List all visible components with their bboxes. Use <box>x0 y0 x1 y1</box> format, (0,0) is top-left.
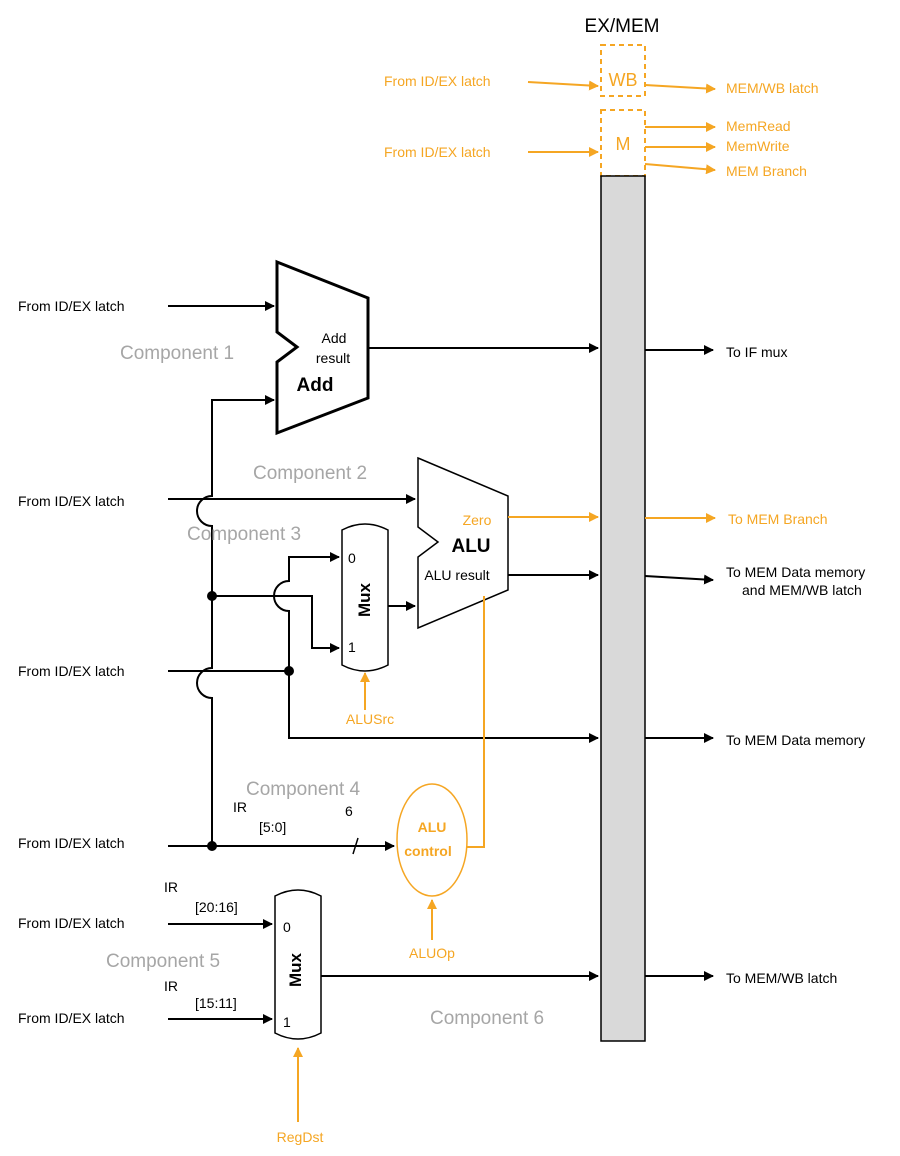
component-5-label: Component 5 <box>106 951 220 972</box>
wb-from-label: From ID/EX latch <box>384 73 491 89</box>
to-mem-wb-latch-label: To MEM/WB latch <box>726 970 837 986</box>
mux-regdst-shape <box>274 889 322 1040</box>
m-from-label: From ID/EX latch <box>384 144 491 160</box>
adder-result-label-2: result <box>316 350 350 366</box>
input-3-label: From ID/EX latch <box>18 663 125 679</box>
component-1-label: Component 1 <box>120 343 234 364</box>
to-if-mux-label: To IF mux <box>726 344 787 360</box>
component-6-label: Component 6 <box>430 1008 544 1029</box>
input-6-label: From ID/EX latch <box>18 1010 125 1026</box>
to-mem-data-latch-label-2: and MEM/WB latch <box>742 582 862 598</box>
memread-label: MemRead <box>726 118 791 134</box>
aluop-label: ALUOp <box>409 945 455 961</box>
component-4-label: Component 4 <box>246 779 361 800</box>
membranch-label: MEM Branch <box>726 163 807 179</box>
m-field <box>600 109 646 177</box>
mux-regdst-in1: 1 <box>283 1014 291 1030</box>
bus-width-slash <box>352 837 359 855</box>
wb-label: WB <box>609 70 638 90</box>
m-label: M <box>616 134 631 154</box>
ir-b-label: IR <box>164 879 178 895</box>
alu-shape <box>417 456 509 630</box>
component-2-label: Component 2 <box>253 463 367 484</box>
width-a-label: 6 <box>345 803 353 819</box>
to-mem-data-arrow <box>644 574 714 585</box>
alu-control-line1: ALU <box>418 819 447 835</box>
ex-mem-latch-register <box>600 175 646 1042</box>
membranch-arrow <box>644 163 716 175</box>
mem-wb-latch-top-label: MEM/WB latch <box>726 80 819 96</box>
input-2-label: From ID/EX latch <box>18 493 125 509</box>
to-mem-data-memory-label: To MEM Data memory <box>726 732 865 748</box>
mux-alusrc-in0: 0 <box>348 550 356 566</box>
memwrite-label: MemWrite <box>726 138 790 154</box>
alu-control-line2: control <box>404 843 451 859</box>
input-3-to-latch-wire <box>288 671 599 743</box>
mux-alusrc-name: Mux <box>355 582 374 617</box>
adder-result-label-1: Add <box>322 330 347 346</box>
regdst-label: RegDst <box>277 1129 324 1145</box>
ir-c-label: IR <box>164 978 178 994</box>
to-mem-branch-label: To MEM Branch <box>728 511 828 527</box>
mux-alusrc-shape <box>341 523 389 672</box>
component-3-label: Component 3 <box>187 524 301 545</box>
bits-a-label: [5:0] <box>259 819 286 835</box>
alu-name: ALU <box>451 536 490 557</box>
mux-regdst-in0: 0 <box>283 919 291 935</box>
input-4-label: From ID/EX latch <box>18 835 125 851</box>
alu-control-shape <box>396 783 468 897</box>
alu-zero-label: Zero <box>463 512 492 528</box>
input-5-label: From ID/EX latch <box>18 915 125 931</box>
bits-c-label: [15:11] <box>195 995 237 1011</box>
bus-to-mux1-wire <box>212 595 340 653</box>
adder-shape <box>275 259 370 436</box>
latch-title: EX/MEM <box>585 16 660 37</box>
mux-alusrc-in1: 1 <box>348 639 356 655</box>
input-1-label: From ID/EX latch <box>18 298 125 314</box>
junction-input-4 <box>207 841 217 851</box>
alu-control-to-alu-wire <box>467 596 485 848</box>
input-3-to-mux0-wire <box>273 552 340 671</box>
mux-regdst-name: Mux <box>286 952 305 987</box>
bits-b-label: [20:16] <box>195 899 238 915</box>
wb-field <box>600 44 646 97</box>
alu-result-label: ALU result <box>424 567 489 583</box>
wb-in-arrow <box>527 80 599 91</box>
ir-a-label: IR <box>233 799 247 815</box>
wb-out-arrow <box>644 83 716 94</box>
to-mem-data-latch-label-1: To MEM Data memory <box>726 564 865 580</box>
alusrc-label: ALUSrc <box>346 711 394 727</box>
adder-name: Add <box>297 375 334 396</box>
